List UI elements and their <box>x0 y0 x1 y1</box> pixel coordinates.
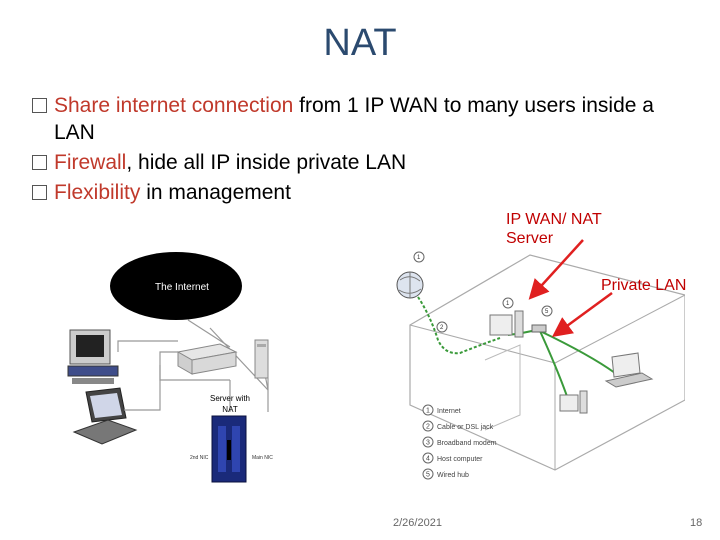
home-network-diagram: 1 1 5 2 1 Internet 2 Cable or DSL jack 3… <box>396 251 685 480</box>
legend-text: Cable or DSL jack <box>437 424 494 431</box>
footer-date: 2/26/2021 <box>393 517 442 529</box>
checkbox-bullet-icon <box>32 98 47 113</box>
legend-text: Internet <box>437 408 461 415</box>
wan-label-line1: IP WAN/ NAT <box>506 211 602 228</box>
legend-num: 2 <box>426 424 430 431</box>
legend-text: Wired hub <box>437 472 469 479</box>
internet-cloud <box>110 252 242 320</box>
nic-left-label: 2nd NIC <box>190 455 209 461</box>
bullet-list: Share internet connection from 1 IP WAN … <box>32 92 692 209</box>
host-computer-icon <box>489 310 524 338</box>
nic-right-label: Main NIC <box>252 455 273 461</box>
nat-server-icon <box>211 415 247 483</box>
bullet-highlight: Share internet connection <box>54 94 294 117</box>
svg-text:1: 1 <box>506 301 510 307</box>
wired-hub-icon <box>531 324 547 333</box>
legend-text: Broadband modem <box>437 440 497 447</box>
tower-device <box>254 339 269 379</box>
checkbox-bullet-icon <box>32 185 47 200</box>
bullet-highlight: Firewall <box>54 151 127 174</box>
legend: 1 Internet 2 Cable or DSL jack 3 Broadba… <box>422 404 497 480</box>
modem-device <box>176 343 238 375</box>
legend-num: 4 <box>426 456 430 463</box>
laptop-pc <box>72 387 138 445</box>
bullet-text: , hide all IP inside private LAN <box>126 151 407 174</box>
legend-text: Host computer <box>437 456 483 463</box>
left-network-diagram: The Internet Server with NAT 2nd NIC Mai <box>67 252 273 483</box>
bullet-item: Flexibility in management <box>32 179 692 206</box>
internet-cloud-label: The Internet <box>155 282 209 293</box>
wan-label: IP WAN/ NAT Server <box>506 210 602 248</box>
pc-icon <box>559 390 588 414</box>
bullet-highlight: Flexibility <box>54 181 141 204</box>
laptop-icon <box>604 352 654 388</box>
bullet-text: in management <box>140 181 291 204</box>
page-number: 18 <box>690 517 703 529</box>
legend-num: 3 <box>426 440 430 447</box>
svg-text:5: 5 <box>545 309 549 315</box>
internet-globe-icon <box>396 271 424 299</box>
legend-num: 1 <box>426 408 430 415</box>
wan-label-line2: Server <box>506 230 554 247</box>
svg-text:1: 1 <box>417 255 421 261</box>
slide-title: NAT <box>323 22 397 64</box>
desktop-pc <box>67 329 119 384</box>
bullet-text: from 1 IP WAN to many users inside a LAN <box>54 94 654 144</box>
bullet-item: Firewall, hide all IP inside private LAN <box>32 149 692 176</box>
checkbox-bullet-icon <box>32 155 47 170</box>
lan-label: Private LAN <box>601 277 687 294</box>
server-label-line1: Server with <box>210 394 250 403</box>
svg-text:2: 2 <box>440 325 444 331</box>
legend-num: 5 <box>426 472 430 479</box>
server-label-line2: NAT <box>222 405 238 414</box>
bullet-item: Share internet connection from 1 IP WAN … <box>32 92 692 146</box>
